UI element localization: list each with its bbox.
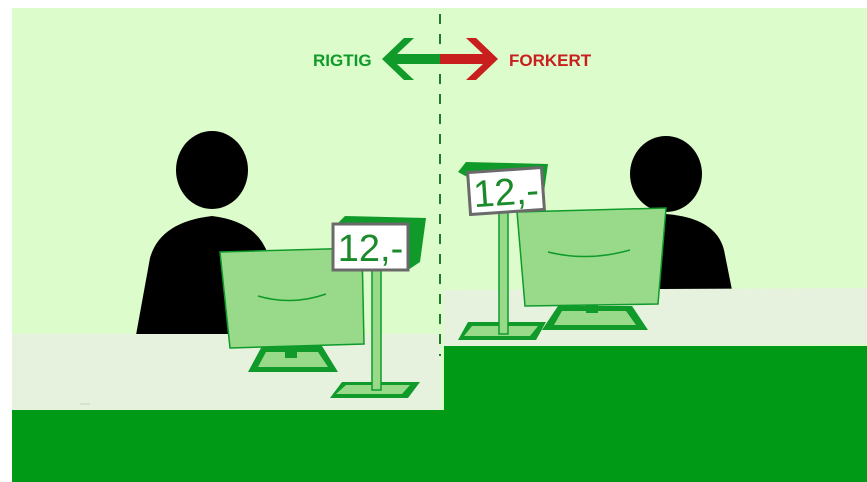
right-counter-front bbox=[444, 346, 867, 482]
correct-label: RIGTIG bbox=[313, 51, 372, 70]
wrong-label: FORKERT bbox=[509, 51, 592, 70]
left-price-tag: 12,- bbox=[333, 224, 408, 270]
left-counter-front bbox=[12, 410, 444, 482]
right-price-tag: 12,- bbox=[468, 167, 545, 216]
right-price-text: 12,- bbox=[472, 170, 540, 216]
left-price-text: 12,- bbox=[338, 228, 403, 270]
